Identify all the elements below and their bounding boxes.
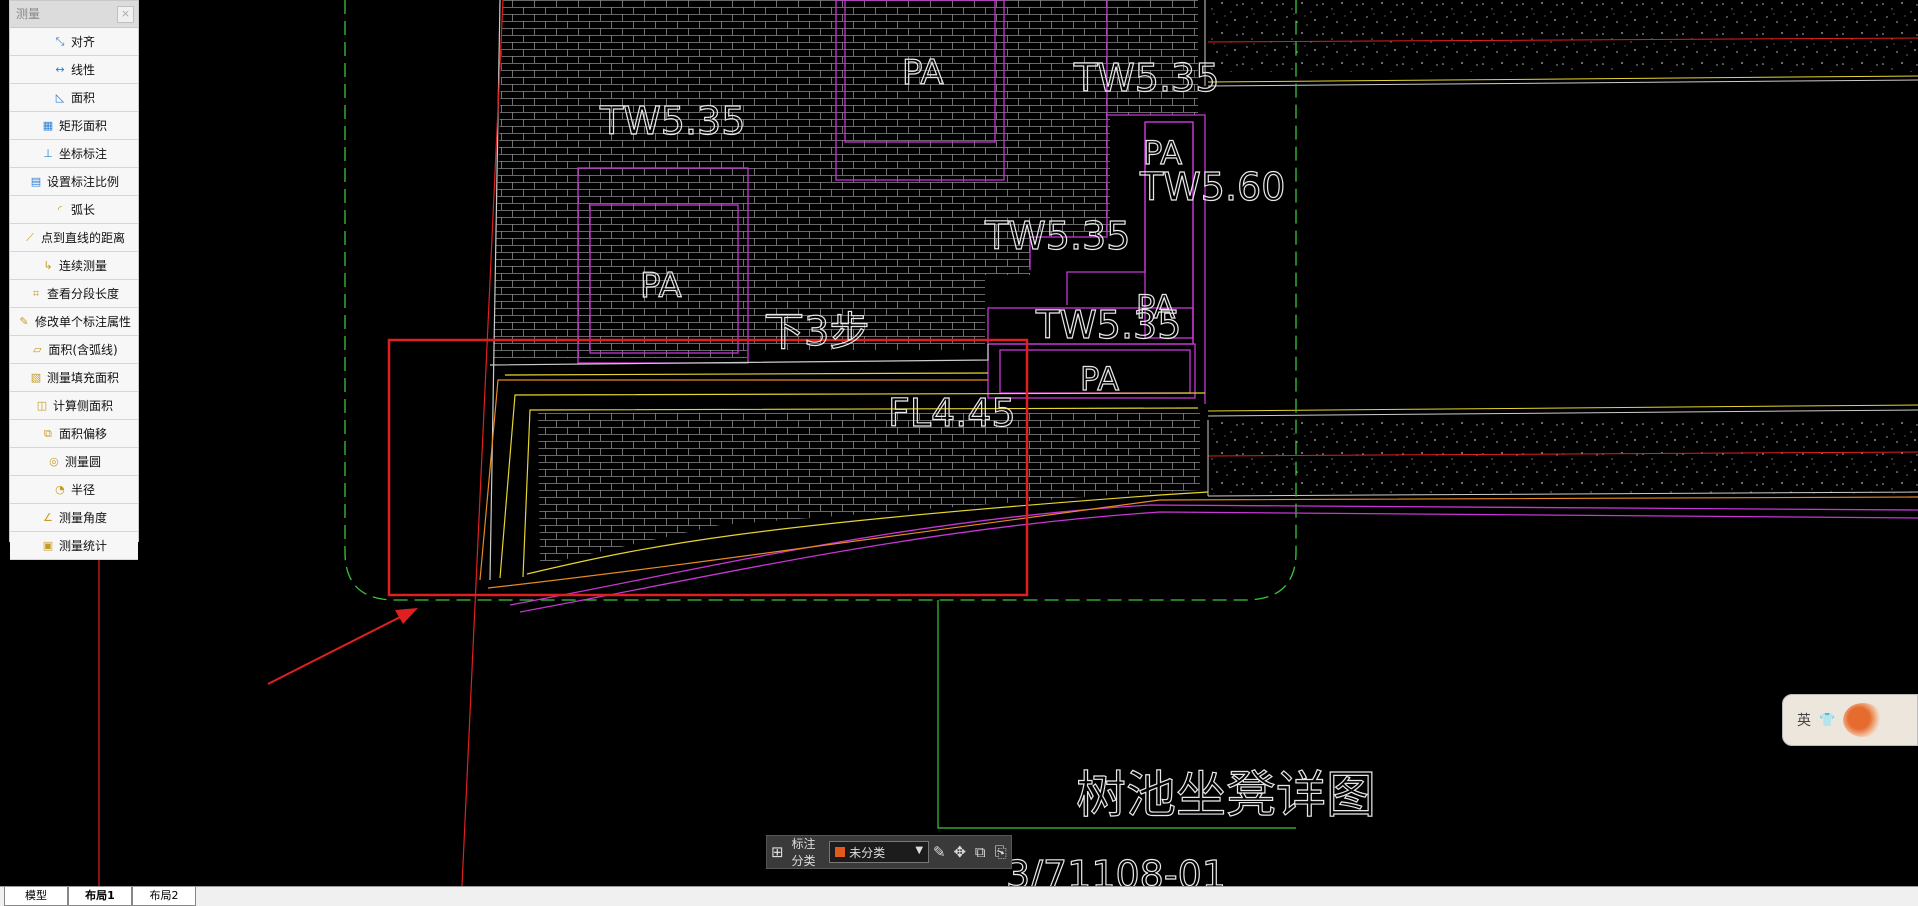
- coordinate-icon: ⊥: [43, 146, 53, 160]
- segment-length-icon: ⌗: [32, 286, 40, 300]
- move-icon[interactable]: ✥: [953, 843, 967, 861]
- measure-panel: 测量 × ⤡对齐 ↔线性 ◺面积 ▦矩形面积 ⊥坐标标注 ▤设置标注比例 ◜弧长…: [9, 0, 139, 560]
- rect-area-icon: ▦: [42, 118, 54, 132]
- label-floor-level: FL4.45: [888, 391, 1016, 435]
- measure-continuous-button[interactable]: ↳连续测量: [10, 252, 138, 280]
- brick-paving: [493, 0, 1200, 565]
- measure-angle-icon: ∠: [43, 510, 53, 524]
- measure-stats-icon: ▣: [42, 538, 54, 552]
- category-select[interactable]: 未分类 ▼: [829, 841, 930, 863]
- area-offset-icon: ⧉: [44, 426, 52, 440]
- grid-apps-icon[interactable]: ⊞: [770, 843, 784, 861]
- linear-dimension-icon: ↔: [55, 62, 65, 76]
- label-elevation: TW5.35: [1035, 303, 1181, 347]
- measure-side-area-button[interactable]: ◫计算侧面积: [10, 392, 138, 420]
- measure-edit-dimension-button[interactable]: ✎修改单个标注属性: [10, 308, 138, 336]
- align-icon: ⤡: [55, 34, 65, 48]
- measure-angle-button[interactable]: ∠测量角度: [10, 504, 138, 532]
- measure-arc-area-button[interactable]: ▱面积(含弧线): [10, 336, 138, 364]
- arc-length-icon: ◜: [57, 202, 63, 216]
- measure-segment-length-button[interactable]: ⌗查看分段长度: [10, 280, 138, 308]
- paste-icon[interactable]: ⎘: [994, 843, 1007, 861]
- goldfish-icon: [1843, 703, 1884, 737]
- tab-model[interactable]: 模型: [4, 887, 68, 906]
- radius-icon: ◔: [55, 482, 65, 496]
- area-icon: ◺: [55, 90, 65, 104]
- side-area-icon: ◫: [36, 398, 48, 412]
- copy-icon[interactable]: ⧉: [974, 843, 986, 861]
- scale-icon: ▤: [30, 174, 42, 188]
- measure-circle-button[interactable]: ◎测量圆: [10, 448, 138, 476]
- category-value: 未分类: [849, 845, 886, 860]
- measure-radius-button[interactable]: ◔半径: [10, 476, 138, 504]
- ime-mode: 英: [1797, 713, 1811, 729]
- measure-align-button[interactable]: ⤡对齐: [10, 28, 138, 56]
- edit-icon[interactable]: ✎: [932, 843, 946, 861]
- green-dashed-boundary: [344, 0, 1297, 601]
- tab-layout2[interactable]: 布局2: [132, 887, 196, 906]
- measure-set-scale-button[interactable]: ▤设置标注比例: [10, 168, 138, 196]
- label-pa: PA: [902, 53, 944, 93]
- category-color-swatch: [835, 847, 846, 857]
- edge-lines: [479, 0, 1918, 589]
- edit-dimension-icon: ✎: [19, 314, 29, 328]
- red-annotation: [98, 0, 1029, 906]
- label-elevation: TW5.35: [1073, 56, 1219, 100]
- measure-circle-icon: ◎: [49, 454, 59, 468]
- shirt-icon: 👕: [1819, 712, 1836, 728]
- layout-tabs: 模型 布局1 布局2: [0, 886, 1918, 906]
- measure-linear-button[interactable]: ↔线性: [10, 56, 138, 84]
- panel-title-text: 测量: [16, 7, 41, 21]
- label-elevation: TW5.35: [599, 99, 745, 143]
- point-line-distance-icon: ⟋: [26, 230, 34, 244]
- measure-area-button[interactable]: ◺面积: [10, 84, 138, 112]
- gravel-strips: [1204, 0, 1918, 497]
- measure-hatch-area-button[interactable]: ▧测量填充面积: [10, 364, 138, 392]
- measure-arc-length-button[interactable]: ◜弧长: [10, 196, 138, 224]
- chevron-down-icon: ▼: [915, 845, 924, 856]
- measure-stats-button[interactable]: ▣测量统计: [10, 532, 138, 560]
- detail-title: 树池坐凳详图: [1076, 766, 1376, 824]
- label-pa: PA: [640, 266, 682, 306]
- label-pa: PA: [1080, 360, 1119, 398]
- label-pa: PA: [1143, 134, 1182, 172]
- measure-panel-title: 测量 ×: [10, 1, 138, 28]
- arc-area-icon: ▱: [33, 342, 42, 356]
- tab-layout1[interactable]: 布局1: [68, 887, 132, 906]
- annotation-category-toolbar: ⊞ 标注分类 未分类 ▼ ✎ ✥ ⧉ ⎘: [766, 835, 1012, 869]
- continuous-measure-icon: ↳: [43, 258, 53, 272]
- measure-point-line-button[interactable]: ⟋点到直线的距离: [10, 224, 138, 252]
- ime-widget[interactable]: 英 👕: [1782, 694, 1918, 746]
- leader-lines: [937, 600, 1296, 829]
- label-elevation: TW5.60: [1139, 165, 1285, 209]
- close-icon[interactable]: ×: [117, 6, 134, 23]
- measure-coordinate-button[interactable]: ⊥坐标标注: [10, 140, 138, 168]
- measure-area-offset-button[interactable]: ⧉面积偏移: [10, 420, 138, 448]
- label-elevation: TW5.35: [984, 214, 1130, 258]
- hatch-area-icon: ▧: [30, 370, 42, 384]
- category-label: 标注分类: [791, 837, 816, 868]
- label-pa: PA: [1136, 288, 1175, 326]
- measure-rect-area-button[interactable]: ▦矩形面积: [10, 112, 138, 140]
- label-steps: 下3步: [764, 309, 869, 355]
